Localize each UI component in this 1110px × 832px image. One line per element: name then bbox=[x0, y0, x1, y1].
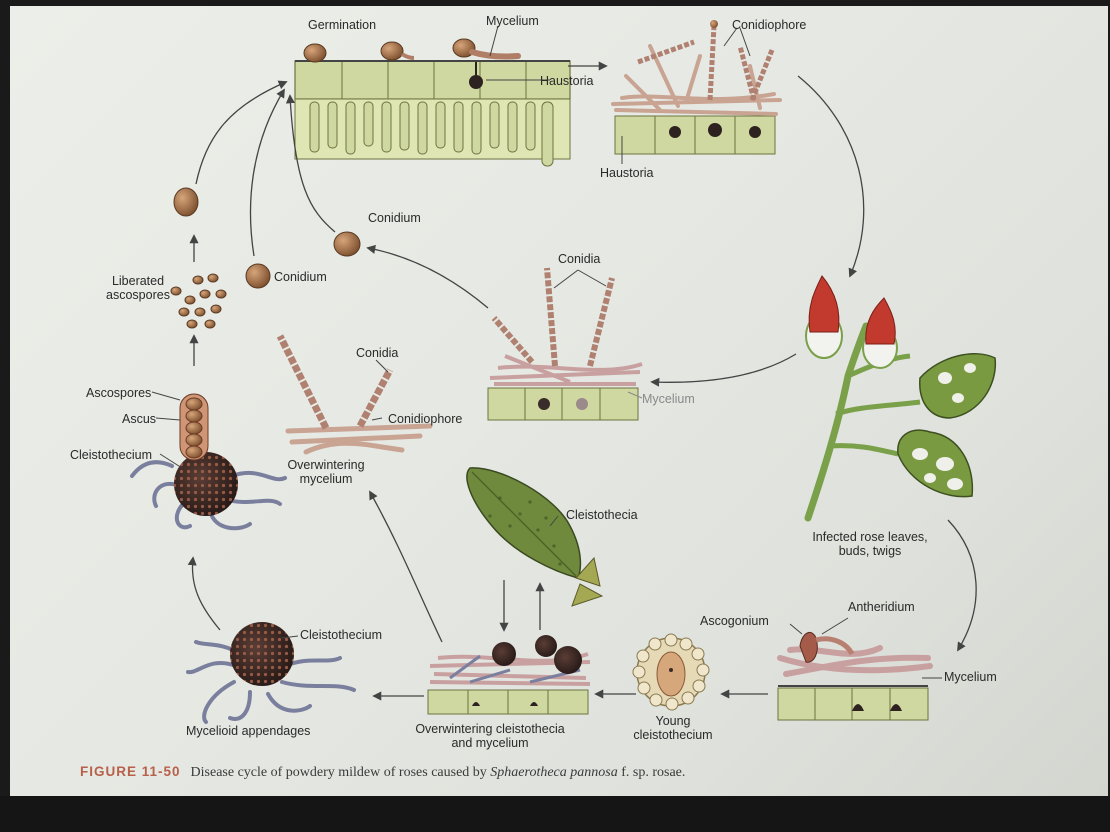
label-conidium-upper: Conidium bbox=[368, 211, 421, 225]
conidium-spore-upper bbox=[334, 232, 360, 256]
caption-suffix: f. sp. rosae. bbox=[618, 765, 686, 780]
ascospore-liberated bbox=[174, 188, 198, 216]
label-liberated-line1: Liberated bbox=[102, 274, 174, 288]
label-liberated-line2: ascospores bbox=[102, 288, 174, 302]
label-overwintering-cleistothecia: Overwintering cleistothecia and mycelium bbox=[400, 722, 580, 750]
leaf-section-conidiophores bbox=[613, 20, 780, 164]
label-conidia-center: Conidia bbox=[558, 252, 600, 266]
label-haustoria-top: Haustoria bbox=[540, 74, 594, 88]
label-cleistothecium-bottom: Cleistothecium bbox=[300, 628, 382, 642]
label-overwintering-line2: mycelium bbox=[278, 472, 374, 486]
label-mycelium-top: Mycelium bbox=[486, 14, 539, 28]
caption-text: Disease cycle of powdery mildew of roses… bbox=[191, 765, 491, 780]
overwintering-mycelium-conidiophores bbox=[280, 336, 430, 452]
label-ascus: Ascus bbox=[122, 412, 156, 426]
label-owc-line1: Overwintering cleistothecia bbox=[400, 722, 580, 736]
label-overwintering-line1: Overwintering bbox=[278, 458, 374, 472]
label-liberated-ascospores: Liberated ascospores bbox=[102, 274, 174, 302]
label-mycelium-bottom: Mycelium bbox=[944, 670, 997, 684]
figure-number: FIGURE 11-50 bbox=[80, 764, 181, 779]
leaf-section-conidia-center bbox=[488, 268, 642, 420]
conidium-spore-left bbox=[246, 264, 270, 288]
label-antheridium: Antheridium bbox=[848, 600, 915, 614]
leaf-section-germination bbox=[295, 26, 570, 166]
label-ascogonium: Ascogonium bbox=[700, 614, 769, 628]
label-infected-line2: buds, twigs bbox=[800, 544, 940, 558]
label-young-cleistothecium: Young cleistothecium bbox=[628, 714, 718, 742]
label-cleistothecium-left: Cleistothecium bbox=[70, 448, 152, 462]
label-haustoria-right: Haustoria bbox=[600, 166, 654, 180]
liberated-ascospores-cluster bbox=[171, 274, 226, 328]
leaf-section-overwintering-cleistothecia bbox=[428, 635, 590, 714]
label-conidia-left: Conidia bbox=[356, 346, 398, 360]
label-owc-line2: and mycelium bbox=[400, 736, 580, 750]
label-infected-rose: Infected rose leaves, buds, twigs bbox=[800, 530, 940, 558]
label-conidiophore-left: Conidiophore bbox=[388, 412, 462, 426]
young-cleistothecium bbox=[633, 634, 709, 710]
label-cleistothecia-leaf: Cleistothecia bbox=[566, 508, 638, 522]
label-mycelioid-appendages: Mycelioid appendages bbox=[186, 724, 310, 738]
figure-page: Germination Mycelium Haustoria Conidioph… bbox=[10, 6, 1108, 796]
label-ascospores: Ascospores bbox=[86, 386, 151, 400]
label-overwintering-mycelium: Overwintering mycelium bbox=[278, 458, 374, 486]
photo-background-edge bbox=[0, 796, 1110, 832]
leaf-with-cleistothecia bbox=[467, 468, 602, 606]
label-germination: Germination bbox=[308, 18, 376, 32]
label-mycelium-center: Mycelium bbox=[642, 392, 695, 406]
figure-caption: FIGURE 11-50 Disease cycle of powdery mil… bbox=[80, 764, 685, 781]
label-conidium-left: Conidium bbox=[274, 270, 327, 284]
infected-rose-branch bbox=[806, 276, 995, 518]
label-young-line1: Young bbox=[628, 714, 718, 728]
caption-species: Sphaerotheca pannosa bbox=[490, 765, 617, 780]
label-infected-line1: Infected rose leaves, bbox=[800, 530, 940, 544]
label-conidiophore-top: Conidiophore bbox=[732, 18, 806, 32]
leaf-section-sexual-stage bbox=[778, 618, 942, 720]
label-young-line2: cleistothecium bbox=[628, 728, 718, 742]
